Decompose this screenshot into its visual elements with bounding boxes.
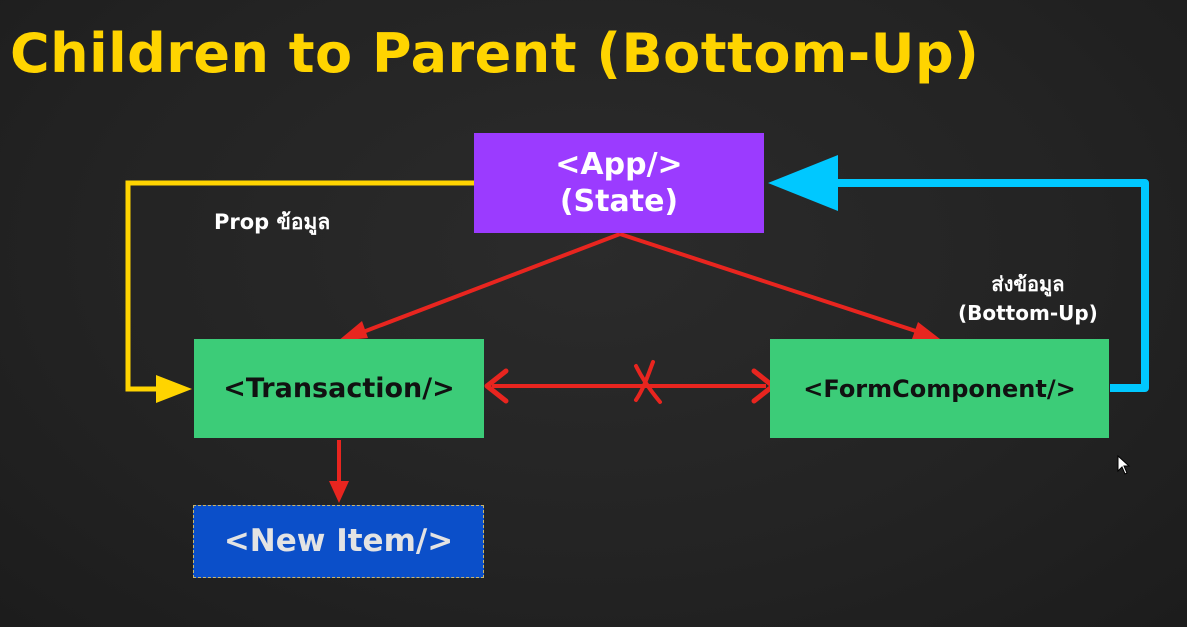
prop-arrow-head xyxy=(156,375,192,403)
send-edge-label: ส่งข้อมูล (Bottom-Up) xyxy=(958,270,1098,328)
mouse-pointer-icon xyxy=(1117,455,1131,475)
app-node-label: <App/> xyxy=(555,146,683,182)
new-item-node-label: <New Item/> xyxy=(223,523,454,560)
app-to-form-arrow xyxy=(619,232,929,337)
bottom-up-arrow-line xyxy=(820,179,1149,392)
diagram-title: Children to Parent (Bottom-Up) xyxy=(10,22,980,85)
new-item-node: <New Item/> xyxy=(193,505,484,578)
app-to-form-arrow-head xyxy=(912,322,940,339)
app-to-transaction-arrow-head xyxy=(338,321,368,341)
prop-arrow-line xyxy=(125,180,474,392)
app-state-node: <App/> (State) xyxy=(474,133,764,233)
transaction-node: <Transaction/> xyxy=(194,339,484,438)
cross-mark-icon xyxy=(634,360,662,404)
app-node-sublabel: (State) xyxy=(559,184,679,219)
send-edge-label-line2: (Bottom-Up) xyxy=(958,301,1098,325)
transaction-node-label: <Transaction/> xyxy=(223,372,455,404)
prop-edge-label: Prop ข้อมูล xyxy=(214,210,331,234)
bottom-up-arrow-head xyxy=(768,155,838,211)
form-component-node: <FormComponent/> xyxy=(770,339,1109,438)
send-edge-label-line1: ส่งข้อมูล xyxy=(991,272,1065,296)
sibling-arrow-head-left xyxy=(484,368,509,404)
app-to-transaction-arrow xyxy=(349,232,621,339)
form-node-label: <FormComponent/> xyxy=(803,374,1076,403)
transaction-to-newitem-arrow-head xyxy=(329,481,349,503)
